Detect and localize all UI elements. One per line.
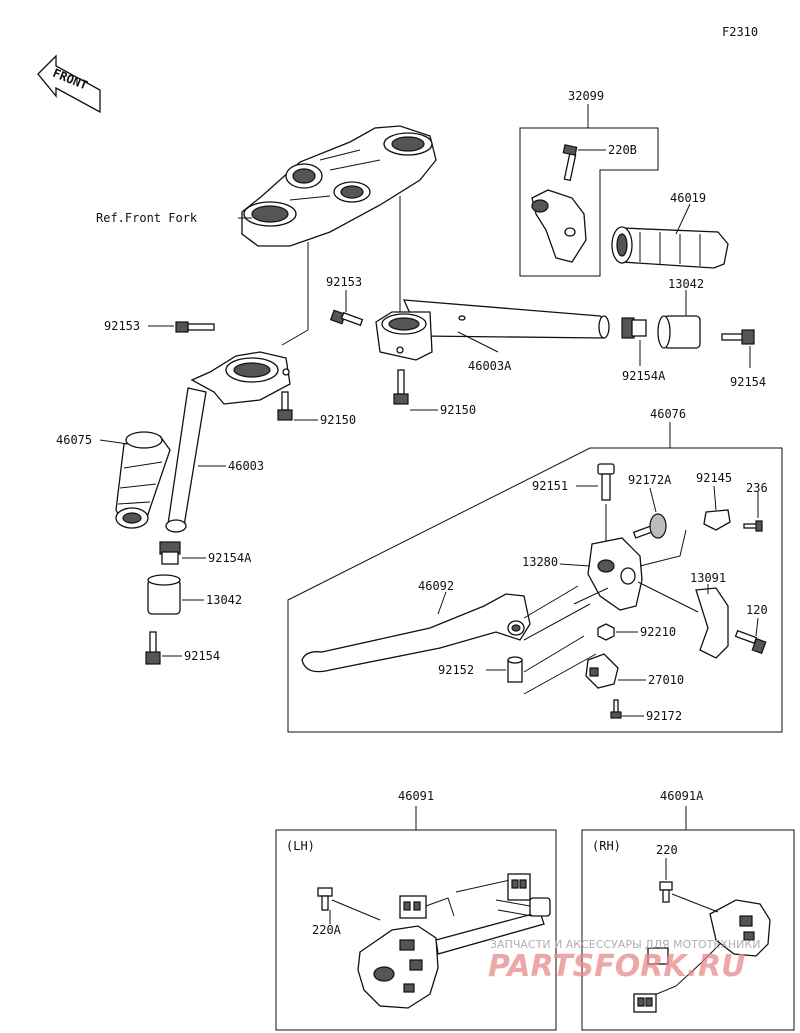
part-label-92150-left: 92150 (320, 413, 356, 427)
clamp-13091 (695, 587, 729, 659)
weight-13042-left (147, 574, 181, 615)
figure-code: F2310 (722, 25, 758, 39)
ref-front-fork-label: Ref.Front Fork (96, 211, 198, 225)
part-label-46075: 46075 (56, 433, 92, 447)
part-label-92151: 92151 (532, 479, 568, 493)
part-label-92172: 92172 (646, 709, 682, 723)
part-label-220a: 220A (312, 923, 342, 937)
pivot-bolt-92151 (597, 463, 615, 501)
part-label-13042-left: 13042 (206, 593, 242, 607)
part-label-92172a: 92172A (628, 473, 672, 487)
part-label-92210: 92210 (640, 625, 676, 639)
screw-92154-right (721, 329, 755, 345)
nut-92210 (597, 623, 615, 641)
part-label-92150-mid: 92150 (440, 403, 476, 417)
bar-end-nut-92154a-right (621, 317, 647, 339)
bolt-92153-mid (329, 309, 364, 327)
screw-92154-left (145, 631, 161, 665)
switch-27010 (585, 653, 619, 689)
part-label-92154a-left: 92154A (208, 551, 252, 565)
part-label-46091a: 46091A (660, 789, 704, 803)
watermark-tagline: ЗАПЧАСТИ И АКСЕССУАРЫ ДЛЯ МОТОТЕХНИКИ (490, 938, 760, 951)
watermark: ЗАПЧАСТИ И АКСЕССУАРЫ ДЛЯ МОТОТЕХНИКИ PA… (488, 938, 760, 984)
collar-92152 (507, 656, 523, 683)
part-label-46092: 46092 (418, 579, 454, 593)
front-direction-arrow: FRONT (37, 54, 101, 114)
lever-holder-13280 (587, 537, 643, 611)
part-label-92154-left: 92154 (184, 649, 220, 663)
group-box-32099: 32099 220B (519, 89, 659, 277)
part-label-13042-right: 13042 (668, 277, 704, 291)
part-label-46003: 46003 (228, 459, 264, 473)
part-label-92153-mid: 92153 (326, 275, 362, 289)
part-label-32099: 32099 (568, 89, 604, 103)
bar-end-weight (531, 189, 587, 263)
bolt-92153-left (175, 321, 215, 333)
part-label-46003a: 46003A (468, 359, 512, 373)
handlebar-46003 (165, 351, 291, 533)
part-label-92152: 92152 (438, 663, 474, 677)
part-label-92153-left: 92153 (104, 319, 140, 333)
screw-236 (743, 520, 763, 532)
right-grip-46019 (611, 226, 729, 269)
group-box-46091a: 46091A (RH) (581, 789, 795, 1031)
part-label-27010: 27010 (648, 673, 684, 687)
part-label-92154a-right: 92154A (622, 369, 666, 383)
part-label-13091: 13091 (690, 571, 726, 585)
group-box-46076: 46076 (287, 407, 783, 733)
bolt-92150-left (277, 391, 293, 421)
part-label-92154-right: 92154 (730, 375, 766, 389)
part-label-13280: 13280 (522, 555, 558, 569)
group-box-46091: 46091 (LH) (275, 789, 557, 1031)
right-switch-housing (633, 881, 771, 1013)
bolt-120 (734, 629, 767, 655)
adjuster-92172a (632, 513, 667, 539)
upper-triple-clamp (241, 125, 437, 247)
part-label-220b: 220B (608, 143, 637, 157)
bolt-92150-mid (393, 369, 409, 405)
bar-end-nut-92154a-left (159, 541, 181, 565)
screw-220b (562, 144, 578, 182)
screw-92172 (610, 699, 622, 719)
handlebar-46003a (375, 299, 610, 361)
part-label-46091: 46091 (398, 789, 434, 803)
lever-46092 (301, 593, 531, 673)
weight-13042-right (657, 315, 701, 349)
part-label-120: 120 (746, 603, 768, 617)
watermark-logo: PARTSFORK.RU (488, 949, 745, 984)
lh-label: (LH) (286, 839, 315, 853)
part-label-46076: 46076 (650, 407, 686, 421)
spring-92145 (703, 509, 731, 531)
left-grip-46075 (115, 431, 171, 529)
part-label-92145: 92145 (696, 471, 732, 485)
part-label-46019: 46019 (670, 191, 706, 205)
rh-label: (RH) (592, 839, 621, 853)
part-label-236: 236 (746, 481, 768, 495)
left-switch-housing (317, 873, 551, 1009)
part-label-220: 220 (656, 843, 678, 857)
